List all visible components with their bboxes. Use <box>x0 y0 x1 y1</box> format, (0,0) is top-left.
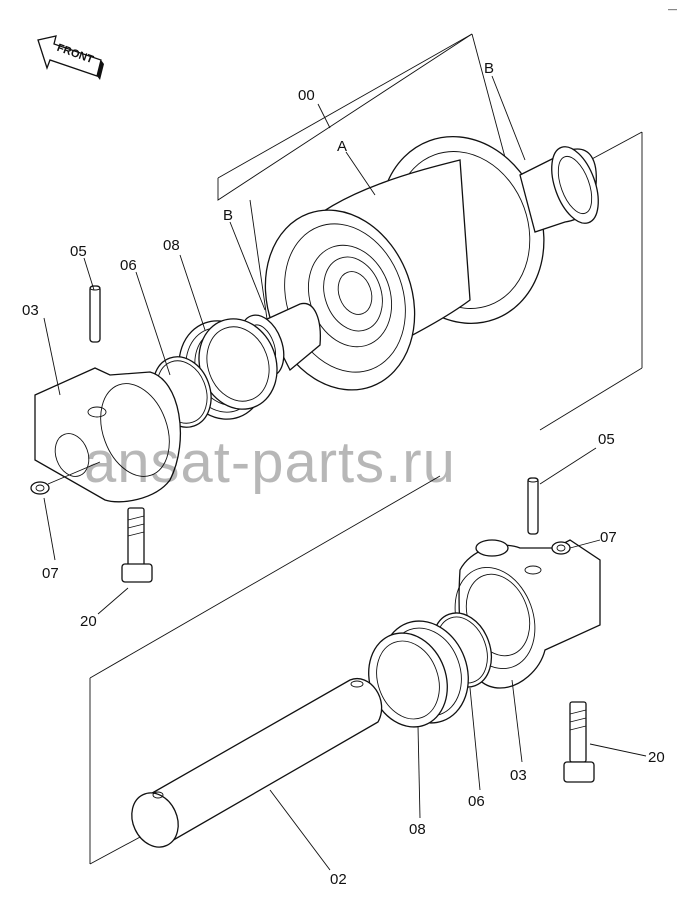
label-part-20-left: 20 <box>80 613 97 630</box>
plug-07-left <box>30 461 101 495</box>
pin-05-top <box>89 285 101 343</box>
label-part-06-top: 06 <box>120 257 137 274</box>
watermark: ansat-parts.ru <box>84 430 456 495</box>
assembly-frame <box>89 33 643 865</box>
label-part-03-bottom: 03 <box>510 767 527 784</box>
label-part-08-bottom: 08 <box>409 821 426 838</box>
label-part-07-right: 07 <box>600 529 617 546</box>
shaft-02 <box>131 677 383 848</box>
leader-lines <box>43 75 647 871</box>
track-roller <box>239 135 599 391</box>
label-part-05-top: 05 <box>70 243 87 260</box>
label-part-20-right: 20 <box>648 749 665 766</box>
bolt-20-left <box>121 507 153 583</box>
label-part-03-top: 03 <box>22 302 39 319</box>
front-arrow-icon: FRONT <box>37 35 104 80</box>
bolt-20-right <box>563 701 595 783</box>
label-shaft-b-left: B <box>223 207 233 224</box>
collar-03-top <box>34 367 182 503</box>
label-assembly-00: 00 <box>298 87 315 104</box>
plug-07-right <box>551 541 571 555</box>
seal-08-bottom <box>368 620 469 728</box>
label-shaft-b-top: B <box>484 60 494 77</box>
label-part-07-left: 07 <box>42 565 59 582</box>
label-part-08-top: 08 <box>163 237 180 254</box>
label-roller-a: A <box>337 138 347 155</box>
label-part-02-shaft: 02 <box>330 871 347 888</box>
corner-mark: — <box>668 4 677 14</box>
label-part-05-right: 05 <box>598 431 615 448</box>
label-part-06-bottom: 06 <box>468 793 485 810</box>
pin-05-right <box>527 477 539 535</box>
